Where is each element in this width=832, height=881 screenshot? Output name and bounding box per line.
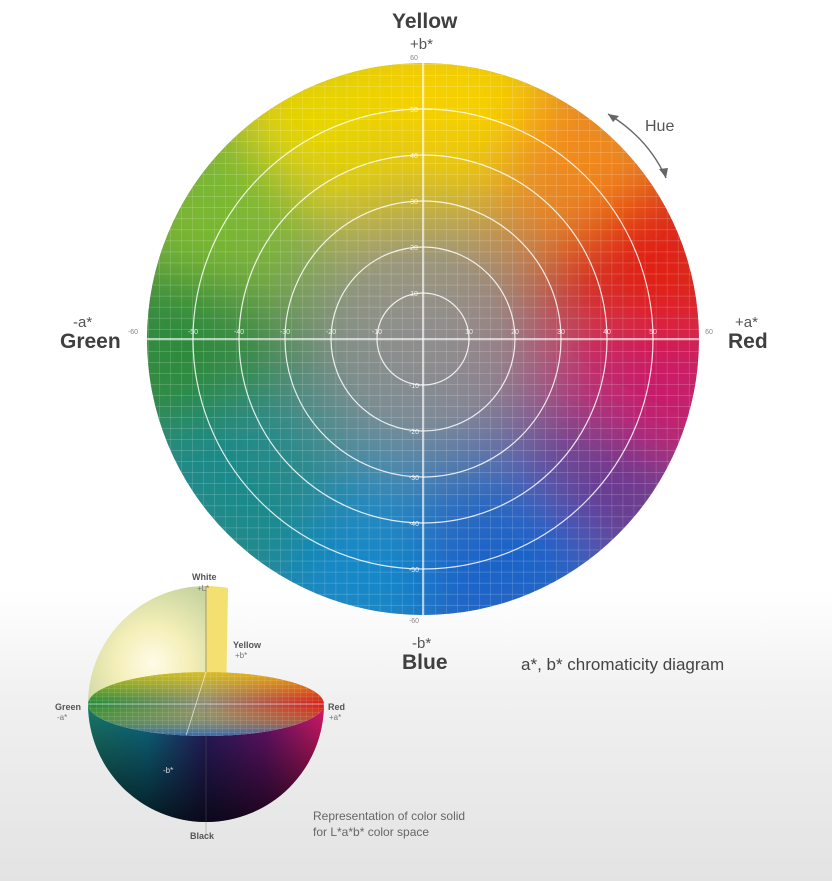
solid-red-name: Red — [328, 702, 346, 712]
solid-yellow-sign: +b* — [235, 651, 248, 660]
b-axis-tick: 30 — [410, 199, 418, 206]
solid-green-name: Green — [55, 702, 82, 712]
a-axis-tick: 50 — [649, 329, 657, 336]
b-axis-tick: 50 — [410, 107, 418, 114]
solid-yellow-name: Yellow — [233, 640, 262, 650]
solid-black-name: Black — [190, 831, 215, 841]
a-axis-tick: -50 — [188, 329, 198, 336]
a-axis-tick: -40 — [234, 329, 244, 336]
hue-arrow-icon — [607, 113, 668, 179]
solid-white-name: White — [192, 572, 217, 582]
axis-left-sign: -a* — [73, 314, 93, 331]
b-axis-tick: -40 — [409, 521, 419, 528]
axis-top-name: Yellow — [392, 10, 458, 33]
axis-right-sign: +a* — [735, 314, 758, 331]
b-axis-tick: -20 — [409, 429, 419, 436]
a-axis-tick: 20 — [511, 329, 519, 336]
axis-top-sign: +b* — [410, 36, 433, 53]
b-axis-tick: -60 — [409, 618, 419, 625]
b-axis-tick: -30 — [409, 475, 419, 482]
hue-label: Hue — [645, 118, 675, 135]
b-axis-tick: 40 — [410, 153, 418, 160]
solid-caption-line2: for L*a*b* color space — [313, 825, 430, 839]
a-axis-tick: -30 — [280, 329, 290, 336]
solid-red-sign: +a* — [329, 713, 342, 722]
b-axis-tick: -10 — [409, 383, 419, 390]
a-axis-tick: 30 — [557, 329, 565, 336]
solid-green-sign: -a* — [57, 713, 68, 722]
a-axis-tick: -20 — [326, 329, 336, 336]
solid-blue-sign: -b* — [163, 766, 174, 775]
a-axis-tick: -10 — [372, 329, 382, 336]
b-axis-tick: 60 — [410, 55, 418, 62]
b-axis-tick: 10 — [410, 291, 418, 298]
diagram-caption: a*, b* chromaticity diagram — [521, 655, 725, 674]
solid-caption-line1: Representation of color solid — [313, 809, 466, 823]
axis-right-name: Red — [728, 330, 768, 353]
a-axis-tick: -60 — [128, 329, 138, 336]
b-axis-tick: 20 — [410, 245, 418, 252]
a-axis-tick: 40 — [603, 329, 611, 336]
b-axis-tick: -50 — [409, 567, 419, 574]
axis-bottom-sign: -b* — [412, 635, 432, 652]
a-axis-tick: 10 — [465, 329, 473, 336]
solid-white-sign: +L* — [197, 584, 210, 593]
axis-ticks: -60 -50 -40 -30 -20 -10 10 20 30 40 50 60 60 50 40 30 20… — [128, 55, 713, 625]
axis-bottom-name: Blue — [402, 651, 448, 674]
axis-left-name: Green — [60, 330, 121, 353]
a-axis-tick: 60 — [705, 329, 713, 336]
